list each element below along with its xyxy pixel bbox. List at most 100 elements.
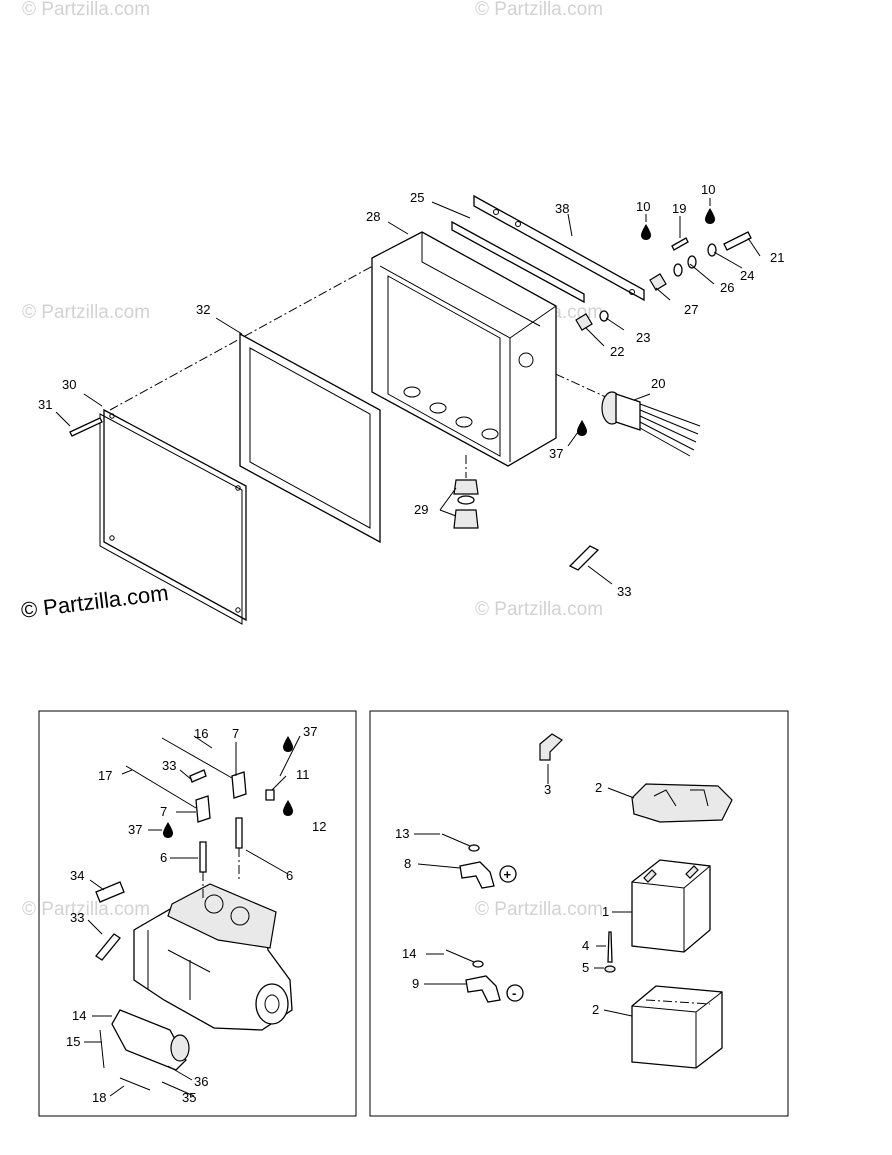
callout-34: 34 <box>70 868 84 883</box>
callout-35: 35 <box>182 1090 196 1105</box>
box-inner-back <box>421 232 541 327</box>
watermark-bottom-right: © Partzilla.com <box>475 899 603 920</box>
battery <box>631 859 711 953</box>
strap-hole <box>493 209 499 215</box>
bolt-13-washer <box>468 844 480 852</box>
lubricant-drop-icon <box>705 208 715 224</box>
washer-26b <box>673 263 683 277</box>
engine-leader-lines <box>84 735 301 1097</box>
terminal-boot <box>539 733 563 761</box>
callout-9: 9 <box>412 976 419 991</box>
washer-23 <box>599 310 609 322</box>
callout-15: 15 <box>66 1034 80 1049</box>
callout-14: 14 <box>72 1008 86 1023</box>
lubricant-drop-icon <box>283 736 293 752</box>
callout-7b: 7 <box>160 804 167 819</box>
head-boss <box>204 894 224 914</box>
leader-lines <box>55 198 761 585</box>
cover-hole <box>109 413 115 419</box>
box-port <box>481 428 499 440</box>
callout-14b: 14 <box>402 946 416 961</box>
grommet-lower <box>453 509 479 529</box>
callout-26: 26 <box>720 280 734 295</box>
callout-24: 24 <box>740 268 754 283</box>
cover-hole <box>235 485 241 491</box>
battery-panel-frame <box>369 710 789 1117</box>
bolt-13 <box>441 833 471 847</box>
battery-terminals <box>643 865 699 883</box>
callout-2b: 2 <box>592 1002 599 1017</box>
watermark-top-right: © Partzilla.com <box>475 0 603 20</box>
screw-4 <box>607 931 613 963</box>
flywheel <box>255 983 289 1025</box>
gasket-inner <box>249 347 371 529</box>
engine-panel: 16 7 37 17 33 11 7 12 37 6 6 34 33 14 15… <box>66 724 326 1105</box>
washer-26a <box>687 255 697 269</box>
lubricant-drop-icon <box>641 224 651 240</box>
watermark-top-left: © Partzilla.com <box>22 0 150 20</box>
cover-detail <box>653 789 709 807</box>
cover-plate <box>103 408 247 622</box>
callout-6a: 6 <box>160 850 167 865</box>
positive-clamp <box>459 861 495 889</box>
callout-37a: 37 <box>303 724 317 739</box>
callout-32: 32 <box>196 302 210 317</box>
negative-sign-circle <box>506 984 524 1002</box>
screw-21 <box>723 231 752 251</box>
washer-5 <box>604 965 616 973</box>
battery-panel: + - 3 2 13 8 1 4 5 14 9 2 <box>395 733 733 1069</box>
callout-38: 38 <box>555 201 569 216</box>
callout-5: 5 <box>582 960 589 975</box>
watermark-main: © Partzilla.com <box>20 580 170 623</box>
grommet-upper <box>453 479 479 495</box>
callout-17: 17 <box>98 768 112 783</box>
callout-25: 25 <box>410 190 424 205</box>
callout-1: 1 <box>602 904 609 919</box>
engine-detail <box>147 930 211 1000</box>
callout-31: 31 <box>38 397 52 412</box>
box-top-right-edge <box>509 305 557 339</box>
grommet-ring <box>457 495 475 505</box>
battery-edge <box>631 865 711 952</box>
callout-33b: 33 <box>70 910 84 925</box>
box-port <box>429 402 447 414</box>
callout-12: 12 <box>312 819 326 834</box>
callout-6b: 6 <box>286 868 293 883</box>
watermark-bottom-left: © Partzilla.com <box>22 899 150 920</box>
callout-36: 36 <box>194 1074 208 1089</box>
ground-wires <box>99 1029 151 1091</box>
tray-alignment <box>645 999 711 1005</box>
battery-leader-lines <box>414 764 635 1017</box>
callout-13: 13 <box>395 826 409 841</box>
head-boss <box>230 906 250 926</box>
box-side-port <box>518 352 534 368</box>
battery-tray <box>631 985 723 1069</box>
cover-plate-edge <box>99 413 243 625</box>
harness-body <box>615 393 641 431</box>
callout-19: 19 <box>672 201 686 216</box>
spark-plug-right <box>235 817 243 849</box>
lubricant-drop-icon <box>283 800 293 816</box>
harness-wires <box>639 403 701 457</box>
screw-19 <box>671 237 689 251</box>
watermark-lower-right: © Partzilla.com <box>475 599 603 620</box>
lubricant-drop-icon <box>577 420 587 436</box>
upper-assembly: 28 25 38 10 19 10 21 24 26 27 23 22 32 3… <box>38 182 784 625</box>
bolt-14 <box>445 949 475 963</box>
callout-37: 37 <box>549 446 563 461</box>
nut-27 <box>649 273 667 291</box>
cable-tie-33b <box>189 769 207 783</box>
plug-alignment <box>202 848 240 900</box>
box-port <box>403 386 421 398</box>
spark-plug-left <box>199 841 207 873</box>
callout-27: 27 <box>684 302 698 317</box>
starter-end <box>170 1034 190 1062</box>
nut-22 <box>575 313 593 331</box>
bolt-14-washer <box>472 960 484 968</box>
callout-23: 23 <box>636 330 650 345</box>
callout-22: 22 <box>610 344 624 359</box>
callout-3: 3 <box>544 782 551 797</box>
box-port <box>455 416 473 428</box>
starter-motor <box>111 1009 187 1071</box>
